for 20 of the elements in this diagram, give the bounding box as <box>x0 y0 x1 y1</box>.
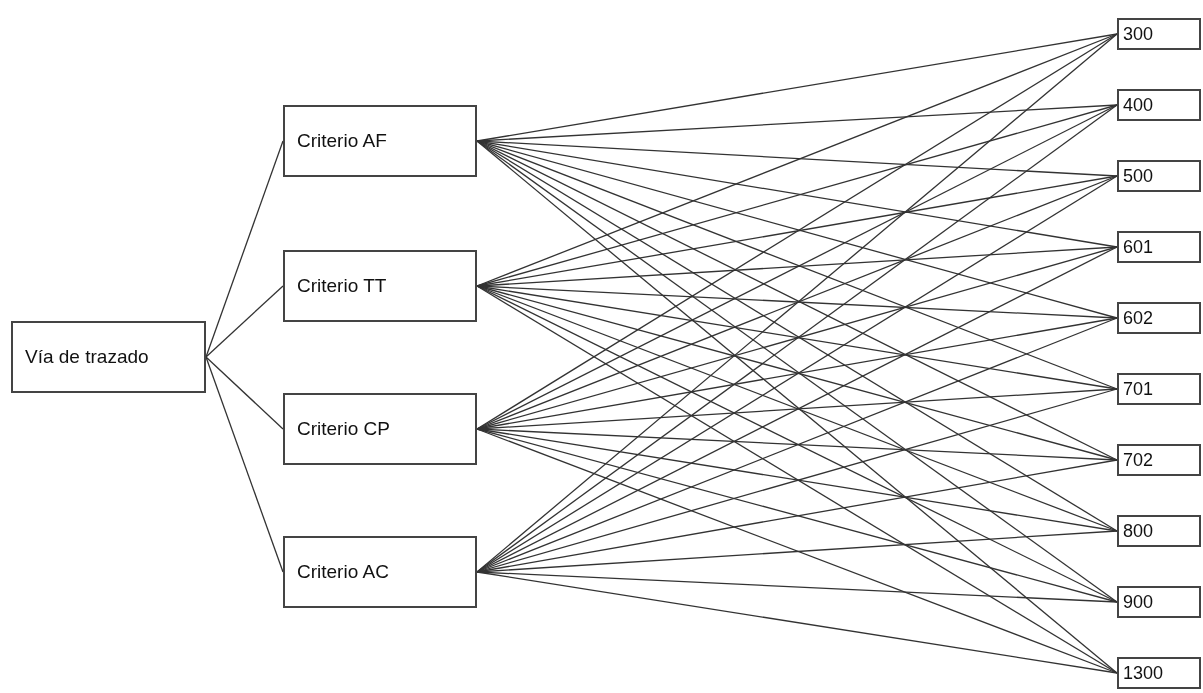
label-box: 400 <box>1117 89 1201 121</box>
connector-line <box>205 356 284 430</box>
label-box: 602 <box>1117 302 1201 334</box>
label-box: Criterio CP <box>283 393 477 465</box>
label-box: Vía de trazado <box>11 321 206 393</box>
label-box: 1300 <box>1117 657 1201 689</box>
connector-line <box>205 285 284 358</box>
label-box: 701 <box>1117 373 1201 405</box>
connector-line <box>476 285 1118 674</box>
label-box: 702 <box>1117 444 1201 476</box>
label-box: 601 <box>1117 231 1201 263</box>
label-box: 900 <box>1117 586 1201 618</box>
label-box: Criterio TT <box>283 250 477 322</box>
label-box: Criterio AF <box>283 105 477 177</box>
label-box: 800 <box>1117 515 1201 547</box>
label-box: 300 <box>1117 18 1201 50</box>
connector-line <box>476 571 1118 674</box>
connector-line <box>476 428 1118 674</box>
label-box: 500 <box>1117 160 1201 192</box>
label-box: Criterio AC <box>283 536 477 608</box>
